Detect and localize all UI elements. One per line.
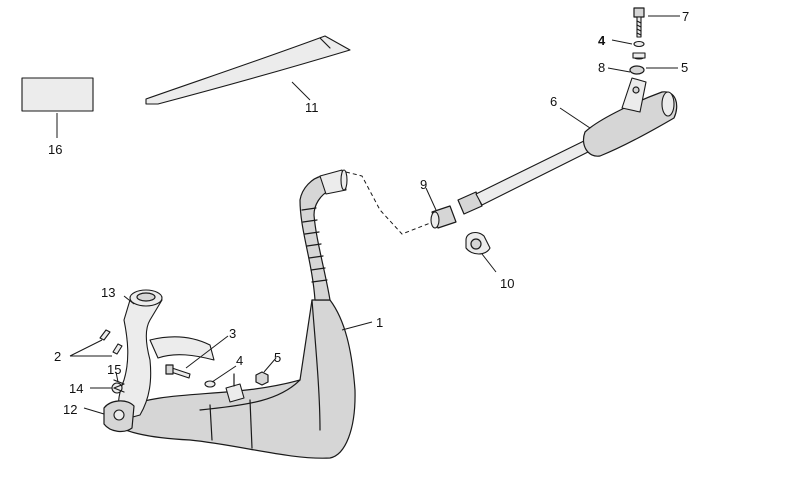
callout-14: 14 [69,381,83,396]
callout-9: 9 [420,177,427,192]
part-10-clamp [465,231,491,255]
part-16-label-plate [21,77,94,112]
part-4-washer-upper [633,40,645,48]
part-5-spacer-upper [632,52,646,60]
callout-13: 13 [101,285,115,300]
bracket [225,373,245,403]
part-5-nut-lower [255,371,269,386]
callout-11: 11 [305,100,319,115]
callout-4-lower: 4 [236,353,243,368]
part-11-heat-shield [145,35,351,105]
part-4-washer-lower [204,380,216,388]
part-7-screw [633,7,645,38]
part-15-spring [113,379,125,393]
part-9-coupling [430,205,457,229]
part-13-manifold-pipe [117,289,215,421]
callout-2: 2 [54,349,61,364]
callout-10: 10 [500,276,514,291]
callout-3: 3 [229,326,236,341]
callout-12: 12 [63,402,77,417]
callout-1: 1 [376,315,383,330]
part-6-silencer [457,77,678,215]
callout-6: 6 [550,94,557,109]
callout-15: 15 [107,362,121,377]
part-3-bolt [165,364,191,379]
part-8-bush [629,65,645,75]
callout-7: 7 [682,9,689,24]
callout-5-lower: 5 [274,350,281,365]
part-1-expansion-chamber [111,169,356,459]
part-12-flange [103,400,135,433]
leader-lines [56,15,680,415]
connection-dashed-line [345,171,439,235]
callout-16: 16 [48,142,62,157]
callout-8: 8 [598,60,605,75]
callout-5-upper: 5 [681,60,688,75]
part-2-studs [99,329,123,355]
callout-4-upper: 4 [598,33,606,48]
